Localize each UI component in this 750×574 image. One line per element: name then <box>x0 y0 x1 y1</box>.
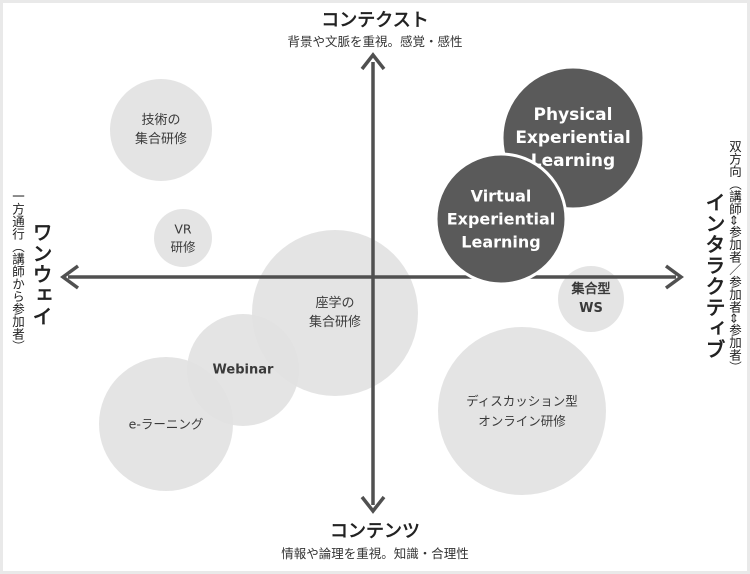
bubble-technical-training <box>110 79 212 181</box>
top-axis-title: コンテクスト <box>321 10 429 31</box>
bubble-virtual-experiential-learning-label: Virtual <box>471 187 532 206</box>
axis-layer <box>60 52 684 514</box>
bubble-virtual-experiential-learning-label: Experiential <box>447 210 556 229</box>
bubble-technical-training-label: 集合研修 <box>135 131 187 147</box>
arrowhead-bottom <box>360 495 386 514</box>
bottom-axis-subtitle: 情報や論理を重視。知識・合理性 <box>281 546 469 561</box>
bubble-technical-training-label: 技術の <box>141 113 180 128</box>
bubble-vr-training <box>154 209 212 267</box>
bubble-physical-experiential-learning-label: Learning <box>531 151 615 171</box>
bubble-e-learning <box>99 357 233 491</box>
bubble-online-discussion-label: ディスカッション型 <box>466 394 578 409</box>
right-axis-title: インタラクティブ <box>702 192 726 360</box>
bubble-group-ws-label: 集合型 <box>570 281 610 297</box>
label-layer: 技術の集合研修VR研修座学の集合研修Webinare-ラーニング集合型WSディス… <box>129 65 646 432</box>
bubble-physical-experiential-learning-label: Physical <box>534 105 613 125</box>
right-border <box>747 0 750 574</box>
bubble-vr-training-label: VR <box>174 222 192 237</box>
bubble-virtual-experiential-learning <box>434 152 568 286</box>
bubble-online-discussion-label: オンライン研修 <box>478 414 566 429</box>
bubble-vr-training-label: 研修 <box>170 240 196 255</box>
top-axis-subtitle: 背景や文脈を重視。感覚・感性 <box>287 34 463 49</box>
bubble-group-ws <box>558 266 624 332</box>
bubble-e-learning-label: e-ラーニング <box>129 417 204 432</box>
bubble-group-ws-label: WS <box>579 301 603 316</box>
bubble-physical-experiential-learning-label: Experiential <box>515 128 630 148</box>
bubble-virtual-experiential-learning-label: Learning <box>461 233 540 252</box>
right-axis-subtitle: 双方向（講師⇔参加者／参加者⇔参加者） <box>727 140 742 374</box>
bubble-lecture-training-label: 座学の <box>315 295 354 311</box>
bubble-layer <box>99 79 624 495</box>
left-axis-title: ワンウェイ <box>29 222 53 327</box>
top-border <box>0 0 750 3</box>
bottom-axis-title: コンテンツ <box>330 521 420 542</box>
left-border <box>0 0 3 574</box>
arrowhead-top <box>360 52 386 71</box>
arrowhead-right <box>664 264 684 290</box>
left-axis-subtitle: 一方通行（講師から参加者） <box>10 190 25 353</box>
bubble-webinar-label: Webinar <box>213 363 274 378</box>
arrowhead-left <box>60 264 80 290</box>
bubble-online-discussion <box>438 327 606 495</box>
bottom-border <box>0 571 750 574</box>
bubble-lecture-training-label: 集合研修 <box>309 314 361 330</box>
